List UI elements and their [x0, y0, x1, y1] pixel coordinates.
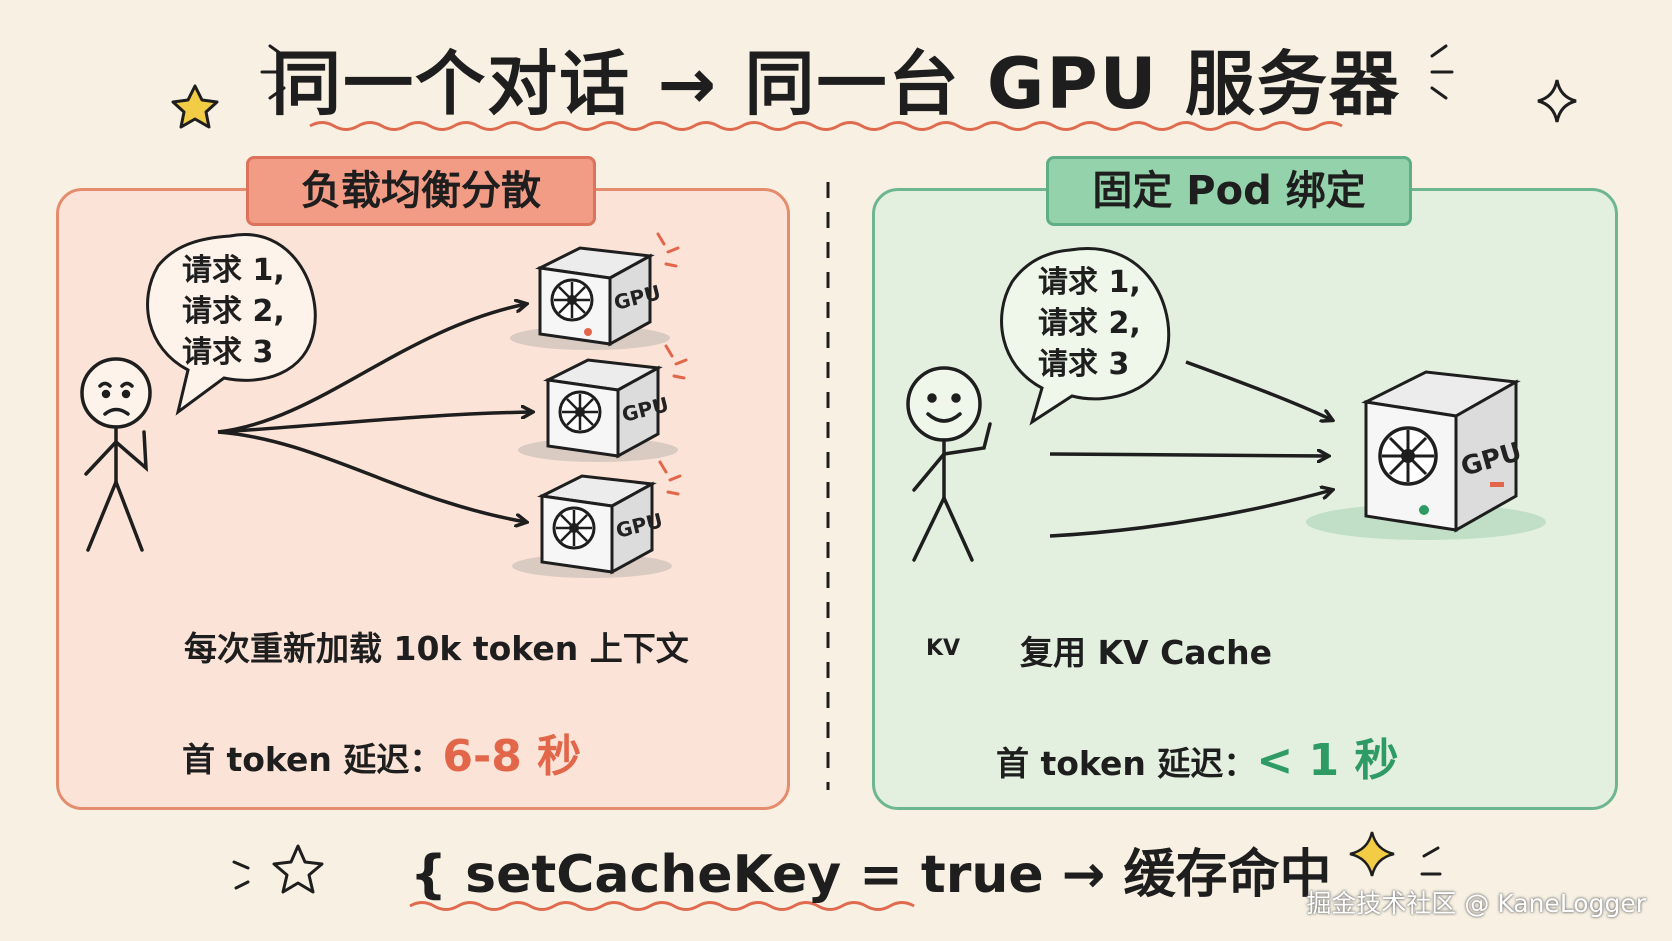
footer-sparkle-right [1420, 846, 1442, 876]
watermark: 掘金技术社区 @ KaneLogger [1306, 889, 1646, 918]
latency-value: < 1 秒 [1256, 735, 1399, 786]
reuse-kv-cache-text: 复用 KV Cache [1020, 633, 1273, 672]
footer-code-line: { setCacheKey = true → 缓存命中 [410, 845, 1332, 905]
request-line: 请求 2, [182, 294, 285, 329]
request-line: 请求 3 [1038, 347, 1130, 382]
latency-label: 首 token 延迟： [996, 744, 1257, 783]
right-bubble-text: 请求 1, 请求 2, 请求 3 [1038, 262, 1141, 385]
pinned-pod-panel [872, 188, 1618, 810]
page-title: 同一个对话 → 同一台 GPU 服务器 [271, 43, 1401, 125]
latency-label: 首 token 延迟： [182, 740, 443, 779]
title-underline [309, 121, 1343, 131]
request-line: 请求 1, [1038, 265, 1141, 300]
title-sparkle-left [260, 44, 286, 100]
load-balancing-tag: 负载均衡分散 [246, 156, 596, 226]
load-balancing-panel [56, 188, 790, 810]
left-bubble-text: 请求 1, 请求 2, 请求 3 [182, 250, 285, 373]
right-latency-row: 首 token 延迟：< 1 秒 [996, 724, 1398, 788]
title-sparkle-right [1430, 44, 1454, 100]
footer-sparkle-left [232, 860, 250, 890]
star-icon [272, 844, 324, 894]
kv-label: KV [926, 636, 961, 661]
sparkle-icon [1349, 831, 1395, 877]
star-icon [171, 84, 219, 129]
pinned-pod-tag: 固定 Pod 绑定 [1046, 156, 1412, 226]
request-line: 请求 3 [182, 335, 274, 370]
request-line: 请求 2, [1038, 306, 1141, 341]
latency-value: 6-8 秒 [442, 731, 582, 782]
request-line: 请求 1, [182, 253, 285, 288]
sparkle-icon [1537, 79, 1577, 123]
left-latency-row: 首 token 延迟：6-8 秒 [182, 720, 581, 784]
reload-context-text: 每次重新加载 10k token 上下文 [184, 629, 689, 668]
footer-underline [409, 901, 915, 911]
